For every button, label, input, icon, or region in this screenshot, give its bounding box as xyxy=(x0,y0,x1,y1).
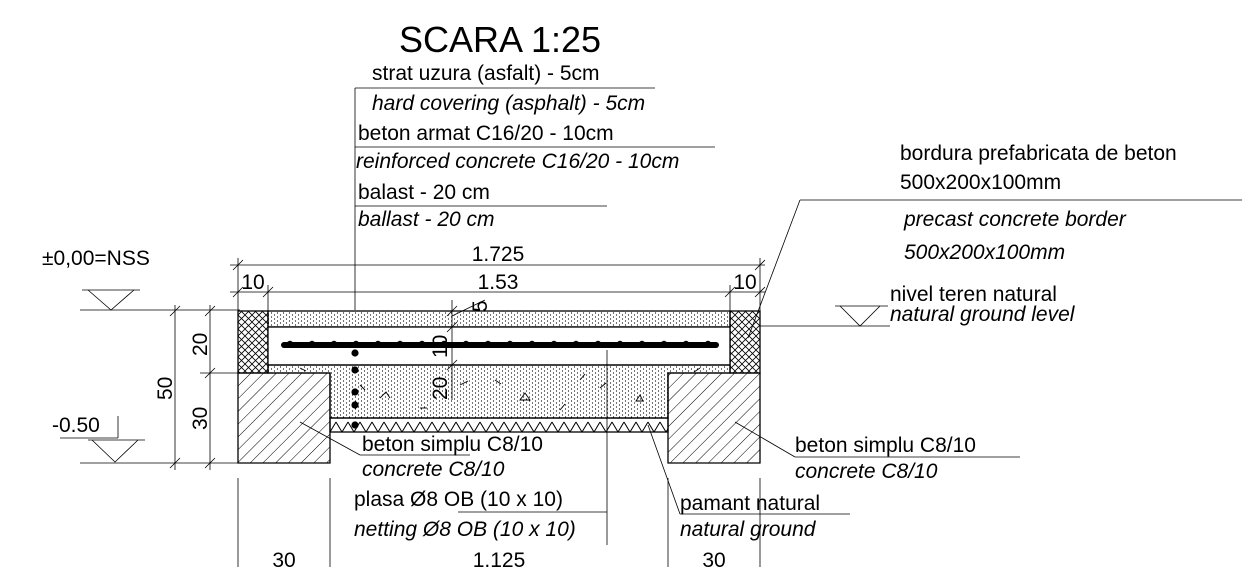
dim-bottom: 30 1.125 30 xyxy=(237,478,761,567)
layer-concrete-ro: beton armat C16/20 - 10cm xyxy=(358,122,614,145)
rebar-dot xyxy=(308,340,316,348)
dim-bottom-mid: 1.125 xyxy=(473,549,526,567)
border-size-ro: 500x200x100mm xyxy=(900,171,1061,194)
leader-dot xyxy=(351,349,359,357)
dim-slab: 10 xyxy=(429,335,452,358)
leader-dot xyxy=(351,366,359,374)
level-nss-label: ±0,00=NSS xyxy=(42,247,150,270)
dim-ballast: 20 xyxy=(429,377,452,400)
soil-label: pamant natural natural ground xyxy=(647,424,850,541)
level-ground-en: natural ground level xyxy=(890,303,1076,326)
compacted-earth-strip xyxy=(329,417,669,433)
border-left xyxy=(237,310,269,374)
foundation-right-en: concrete C8/10 xyxy=(795,460,938,483)
dim-asphalt: 5 xyxy=(469,300,492,312)
rebar-dot xyxy=(330,340,338,348)
foundation-right xyxy=(667,372,761,464)
dim-border-h: 20 xyxy=(189,333,212,356)
ballast-layer xyxy=(267,364,731,419)
rebar-dot xyxy=(550,340,558,348)
layer-asphalt-ro: strat uzura (asfalt) - 5cm xyxy=(372,62,600,85)
rebar-dot xyxy=(352,340,360,348)
dim-left: 50 20 30 xyxy=(154,305,238,470)
border-label: bordura prefabricata de beton 500x200x10… xyxy=(747,142,1242,339)
rebar-dot xyxy=(594,340,602,348)
rebar-dots xyxy=(286,340,712,429)
border-label-en: precast concrete border xyxy=(903,208,1127,231)
leader-dot xyxy=(351,388,359,396)
dim-total-h: 50 xyxy=(154,377,177,400)
rebar-dot xyxy=(506,340,514,348)
dim-internal: 5 10 20 xyxy=(429,299,492,400)
level-ground: nivel teren natural natural ground level xyxy=(760,283,1076,327)
level-nss: ±0,00=NSS xyxy=(42,247,240,311)
soil-ro: pamant natural xyxy=(680,492,820,515)
rebar-dot xyxy=(462,340,470,348)
rebar-dot xyxy=(418,340,426,348)
rebar-dot xyxy=(396,340,404,348)
rebar-dot xyxy=(572,340,580,348)
mesh-en: netting Ø8 OB (10 x 10) xyxy=(354,518,576,541)
foundation-left-ro: beton simplu C8/10 xyxy=(362,433,543,456)
rebar-dot xyxy=(704,340,712,348)
foundation-left-en: concrete C8/10 xyxy=(362,458,505,481)
mesh-ro: plasa Ø8 OB (10 x 10) xyxy=(354,488,563,511)
mesh-label: plasa Ø8 OB (10 x 10) netting Ø8 OB (10 … xyxy=(354,488,607,541)
rebar-dot xyxy=(286,340,294,348)
dim-top: 1.725 1.53 10 10 xyxy=(230,243,766,311)
foundation-right-label: beton simplu C8/10 concrete C8/10 xyxy=(734,421,1020,483)
foundation-left xyxy=(237,372,331,464)
rebar-dot xyxy=(660,340,668,348)
rebar-dot xyxy=(638,340,646,348)
soil-en: natural ground xyxy=(680,518,817,541)
section-body xyxy=(237,310,761,545)
foundation-right-ro: beton simplu C8/10 xyxy=(795,434,976,457)
rebar-dot xyxy=(616,340,624,348)
dim-left-edge: 10 xyxy=(241,271,264,294)
rebar-dot xyxy=(374,340,382,348)
layer-ballast-ro: balast - 20 cm xyxy=(358,181,490,204)
leader-dot xyxy=(351,421,359,429)
rebar-dot xyxy=(484,340,492,348)
asphalt-layer xyxy=(267,310,731,328)
dim-bottom-right: 30 xyxy=(702,549,725,567)
layer-labels: strat uzura (asfalt) - 5cm hard covering… xyxy=(354,62,715,310)
rebar-dot xyxy=(440,340,448,348)
layer-asphalt-en: hard covering (asphalt) - 5cm xyxy=(372,92,645,115)
border-label-ro: bordura prefabricata de beton xyxy=(900,142,1177,165)
layer-ballast-en: ballast - 20 cm xyxy=(358,208,495,231)
dim-found-h: 30 xyxy=(189,407,212,430)
dim-overall: 1.725 xyxy=(472,243,525,266)
border-right xyxy=(729,310,761,374)
drawing-title: SCARA 1:25 xyxy=(399,19,601,60)
foundation-left-label: beton simplu C8/10 concrete C8/10 xyxy=(299,421,543,481)
leader-dot xyxy=(351,401,359,409)
rebar-dot xyxy=(528,340,536,348)
rebar-dot xyxy=(682,340,690,348)
level-minus: -0.50 xyxy=(52,414,240,464)
layer-concrete-en: reinforced concrete C16/20 - 10cm xyxy=(356,150,679,173)
dim-bottom-left: 30 xyxy=(272,549,295,567)
level-ground-ro: nivel teren natural xyxy=(890,283,1057,306)
level-minus-label: -0.50 xyxy=(52,414,100,437)
dim-inner: 1.53 xyxy=(478,271,519,294)
dim-right-edge: 10 xyxy=(733,271,756,294)
border-size-en: 500x200x100mm xyxy=(904,241,1065,264)
